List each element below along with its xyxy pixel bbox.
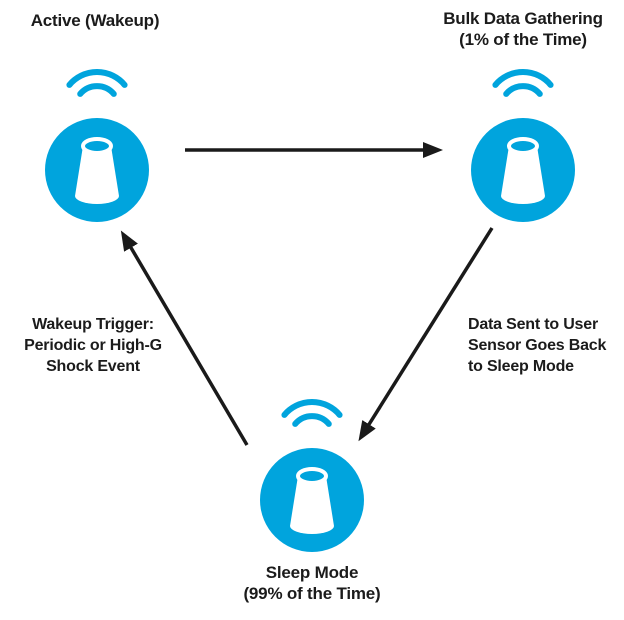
node-label-active: Active (Wakeup) [0,10,195,31]
wifi-signal-arcs-icon [281,399,343,427]
wifi-signal-arcs-icon [66,69,128,97]
edge-label-data-sent: Data Sent to User Sensor Goes Back to Sl… [468,314,624,377]
edge-label-data-sent-line1: Data Sent to User [468,316,598,333]
edge-label-data-sent-line3: to Sleep Mode [468,358,574,375]
node-label-sleep-line2: (99% of the Time) [243,584,381,603]
node-label-sleep-line1: Sleep Mode [265,563,359,582]
sensor-cone [290,476,334,534]
wireless-sensor-icon [260,399,364,552]
sensor-cone-top [296,467,328,485]
node-label-bulk-line2: (1% of the Time) [459,30,587,49]
edge-label-wakeup-line1: Wakeup Trigger: [32,316,154,333]
edge-label-data-sent-line2: Sensor Goes Back [468,337,607,354]
node-label-bulk-line1: Bulk Data Gathering [443,9,603,28]
node-label-sleep: Sleep Mode (99% of the Time) [212,562,412,604]
sensor-cone-top [507,137,539,155]
sensor-cone-top [81,137,113,155]
sensor-cone [501,146,545,204]
edge-label-wakeup-line2: Periodic or High-G [24,337,162,354]
node-label-bulk: Bulk Data Gathering (1% of the Time) [423,8,623,50]
wireless-sensor-icon [45,69,149,222]
edge-label-wakeup-line3: Shock Event [46,358,140,375]
node-label-active-text: Active (Wakeup) [30,11,160,30]
wireless-sensor-icon [471,69,575,222]
sensor-cone [75,146,119,204]
wifi-signal-arcs-icon [492,69,554,97]
edge-label-wakeup-trigger: Wakeup Trigger: Periodic or High-G Shock… [3,314,183,377]
